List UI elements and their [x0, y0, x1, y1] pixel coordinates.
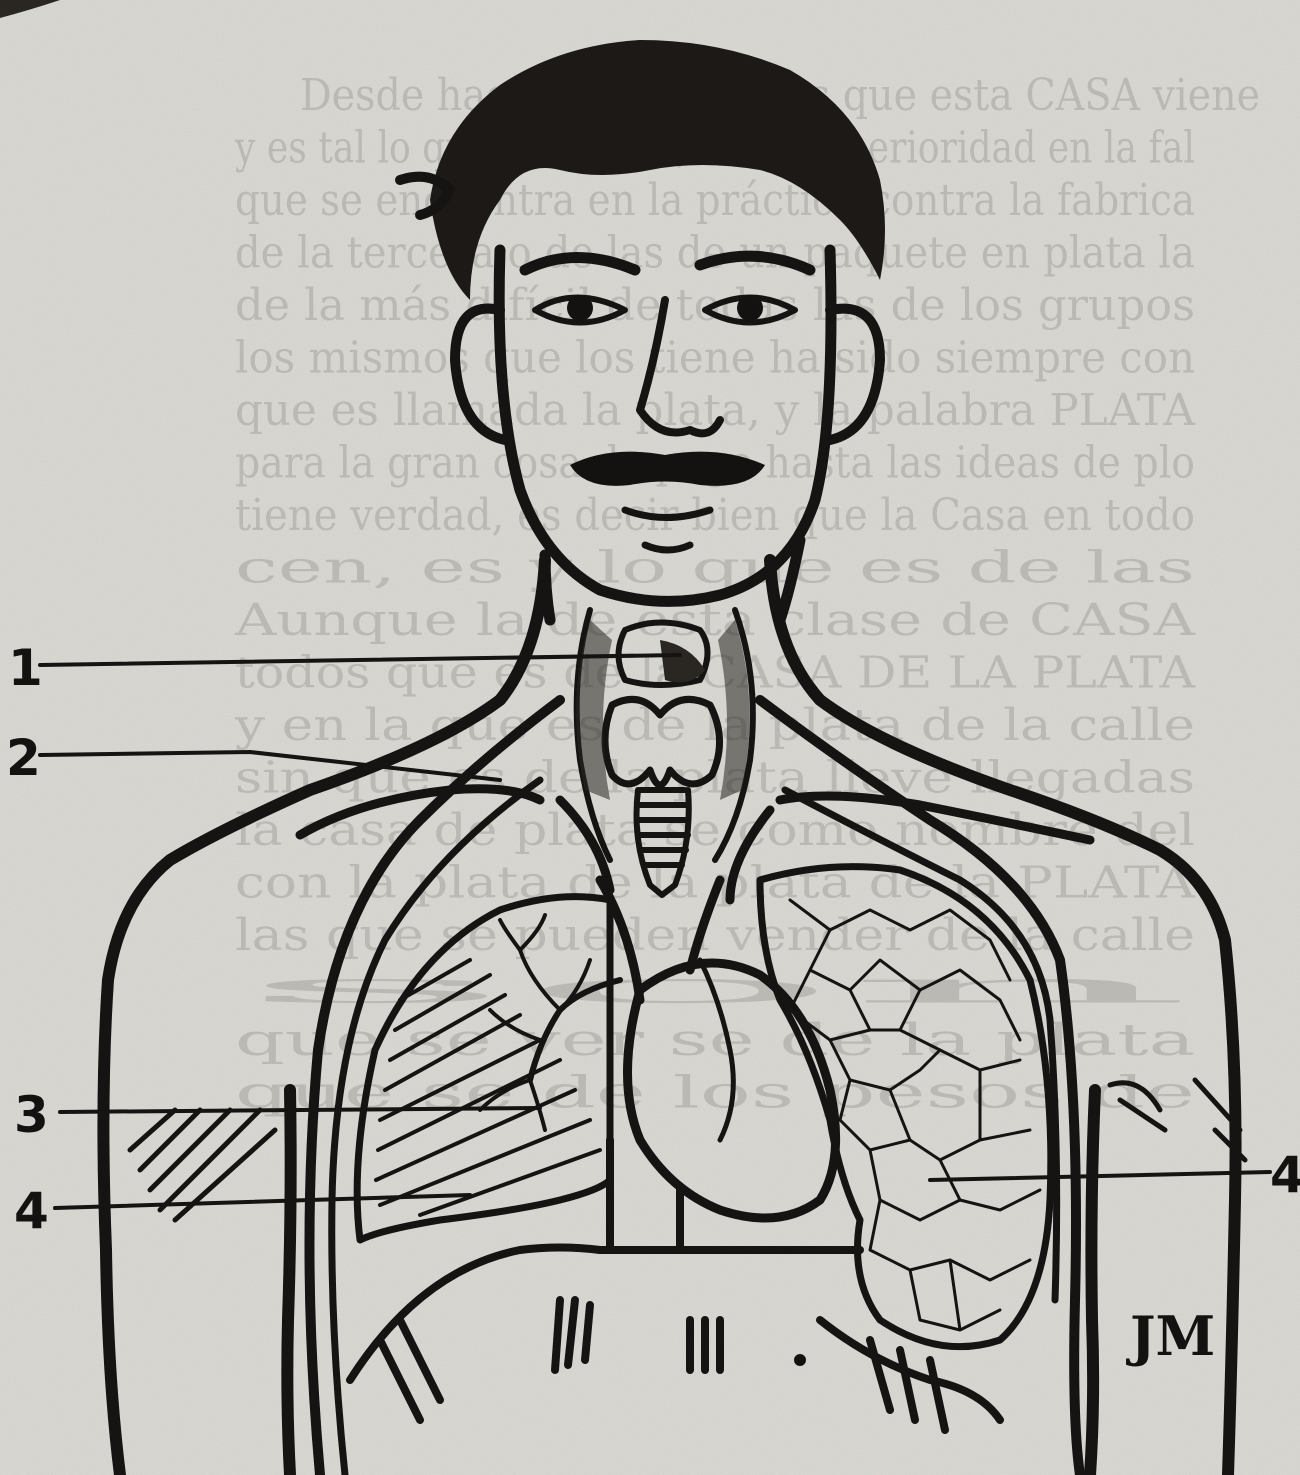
bleed-through-line: Aunque la de esta clase de CASA	[234, 595, 1197, 646]
navel-dot	[794, 1354, 806, 1366]
bleed-through-line: tiene verdad, es decir bien que la Casa …	[235, 490, 1195, 541]
bleed-through-line: los mismos que los tiene ha sido siempre…	[235, 333, 1195, 384]
bleed-through-line: que se encuentra en la práctica contra l…	[235, 175, 1195, 226]
label-2: 2	[6, 729, 41, 787]
label-4-left: 4	[14, 1182, 49, 1240]
label-4-right: 4	[1270, 1146, 1300, 1204]
artist-monogram: JM	[1126, 1304, 1215, 1368]
bleed-through-line: de la tercera o de las de un paquete en …	[235, 228, 1195, 279]
left-pupil	[567, 295, 593, 321]
right-pupil	[737, 295, 763, 321]
label-3: 3	[14, 1086, 49, 1144]
moustache	[570, 452, 765, 486]
bleed-through-line: todos que es de la CASA DE LA PLATA	[235, 648, 1196, 699]
bleed-through-line: cen, es y lo que es de las	[235, 543, 1195, 594]
label-1: 1	[8, 639, 43, 697]
